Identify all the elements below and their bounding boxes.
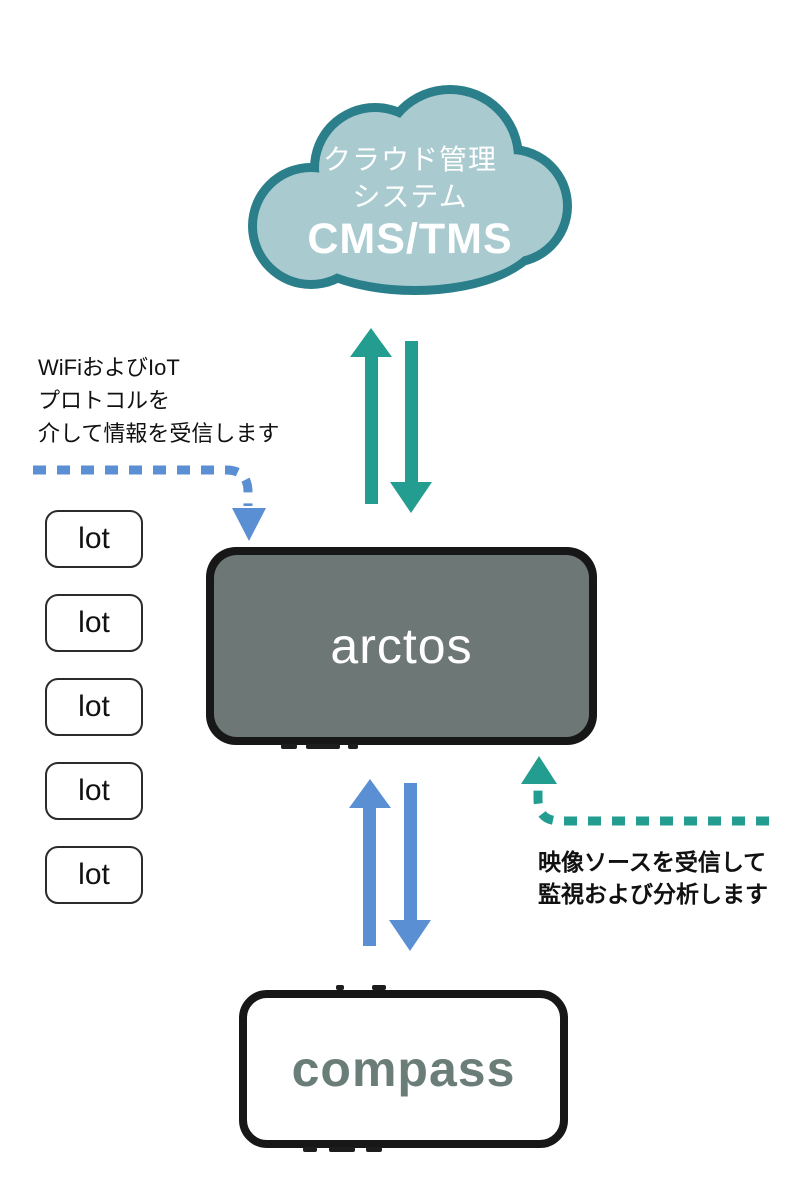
arctos-button-nub bbox=[306, 744, 340, 749]
lot-box-4-label: lot bbox=[78, 774, 110, 807]
wifi-note-line1: WiFiおよびIoT bbox=[38, 355, 180, 380]
lot-box-2-label: lot bbox=[78, 606, 110, 639]
lot-box-3: lot bbox=[45, 678, 143, 736]
lot-box-1: lot bbox=[45, 510, 143, 568]
compass-button-nub bbox=[336, 985, 344, 990]
teal-down-arrow bbox=[390, 341, 432, 513]
cloud-title-line1: クラウド管理 bbox=[322, 144, 497, 175]
teal-dashed-arrow bbox=[521, 756, 769, 826]
lot-box-2: lot bbox=[45, 594, 143, 652]
cloud-title-line2: システム bbox=[352, 181, 468, 212]
lot-box-1-label: lot bbox=[78, 522, 110, 555]
video-note-line2: 監視および分析します bbox=[538, 881, 768, 907]
wifi-note-line2: プロトコルを bbox=[38, 388, 171, 413]
wifi-note: WiFiおよびIoT プロトコルを 介して情報を受信します bbox=[38, 351, 338, 450]
cloud-shape bbox=[248, 85, 572, 295]
video-note: 映像ソースを受信して 監視および分析します bbox=[538, 846, 798, 910]
blue-up-arrow bbox=[349, 779, 391, 946]
blue-dashed-arrow bbox=[33, 465, 266, 541]
compass-button-nub bbox=[303, 1147, 317, 1152]
compass-button-nub bbox=[329, 1147, 355, 1152]
arctos-label: arctos bbox=[330, 618, 473, 674]
arctos-button-nub bbox=[281, 744, 297, 749]
lot-box-5-label: lot bbox=[78, 858, 110, 891]
lot-box-5: lot bbox=[45, 846, 143, 904]
blue-down-arrow bbox=[389, 783, 431, 951]
compass-device: compass bbox=[239, 990, 568, 1148]
teal-up-arrow bbox=[350, 328, 392, 504]
wifi-note-line3: 介して情報を受信します bbox=[38, 421, 280, 446]
compass-label: compass bbox=[291, 1041, 516, 1097]
cloud-cms-label: CMS/TMS bbox=[307, 215, 513, 263]
compass-button-nub bbox=[372, 985, 386, 990]
arctos-device: arctos bbox=[206, 547, 597, 745]
arctos-screen: arctos bbox=[214, 555, 589, 737]
arctos-button-nub bbox=[348, 744, 358, 749]
cloud-title: クラウド管理 システム bbox=[245, 141, 575, 215]
video-note-line1: 映像ソースを受信して bbox=[538, 849, 767, 875]
lot-box-3-label: lot bbox=[78, 690, 110, 723]
compass-button-nub bbox=[366, 1147, 382, 1152]
lot-box-4: lot bbox=[45, 762, 143, 820]
